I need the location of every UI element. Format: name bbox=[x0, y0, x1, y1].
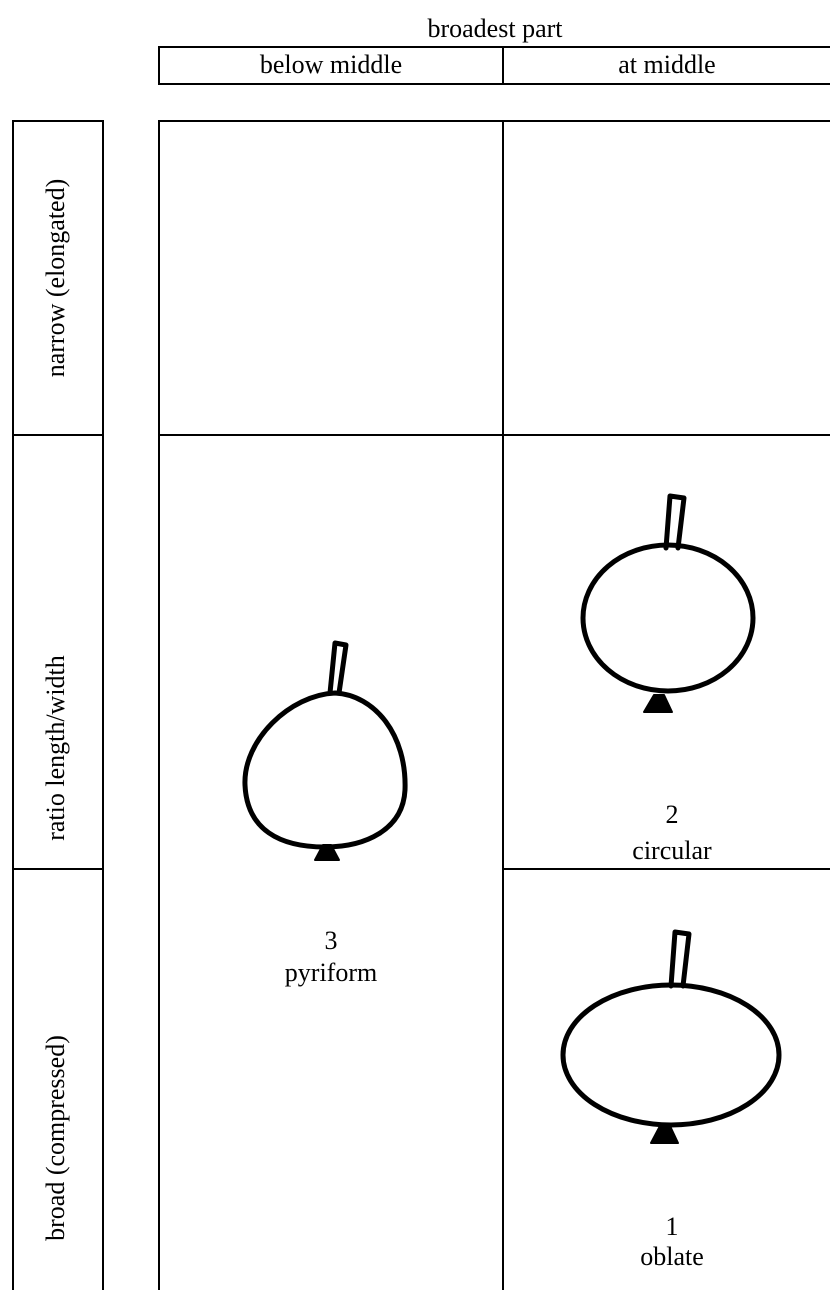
circular-calyx bbox=[643, 694, 673, 713]
oblate-calyx bbox=[650, 1125, 679, 1144]
circular-outline bbox=[580, 542, 756, 694]
pyriform-name: pyriform bbox=[284, 958, 378, 987]
grid-column-divider bbox=[502, 120, 504, 1290]
pyriform-calyx bbox=[314, 844, 340, 861]
side-label-column bbox=[12, 120, 104, 1290]
circular-number: 2 bbox=[665, 800, 679, 829]
row-label-narrow: narrow (elongated) bbox=[41, 178, 70, 378]
row-label-ratio: ratio length/width bbox=[41, 655, 70, 841]
pyriform-number: 3 bbox=[324, 926, 338, 955]
pyriform-stalk bbox=[327, 640, 349, 696]
oblate-name: oblate bbox=[640, 1242, 704, 1271]
pyriform-outline bbox=[242, 690, 408, 850]
row-label-broad: broad (compressed) bbox=[41, 1035, 70, 1241]
circular-fruit-drawing bbox=[580, 493, 756, 713]
side-divider-1 bbox=[12, 434, 104, 436]
oblate-fruit-drawing bbox=[560, 929, 782, 1144]
header-column-row bbox=[158, 46, 830, 85]
grid-row-divider-2 bbox=[502, 868, 830, 870]
column-label-below-middle: below middle bbox=[259, 50, 403, 79]
header-column-divider bbox=[502, 46, 504, 85]
circular-stalk bbox=[663, 493, 687, 551]
pyriform-fruit-drawing bbox=[242, 640, 408, 861]
oblate-number: 1 bbox=[665, 1212, 679, 1241]
circular-name: circular bbox=[632, 836, 712, 865]
grid-row-divider-1 bbox=[158, 434, 830, 436]
column-label-at-middle: at middle bbox=[618, 50, 716, 79]
side-divider-2 bbox=[12, 868, 104, 870]
oblate-stalk bbox=[668, 929, 692, 989]
main-grid bbox=[158, 120, 830, 1290]
oblate-outline bbox=[560, 982, 782, 1128]
header-title: broadest part bbox=[427, 14, 563, 43]
